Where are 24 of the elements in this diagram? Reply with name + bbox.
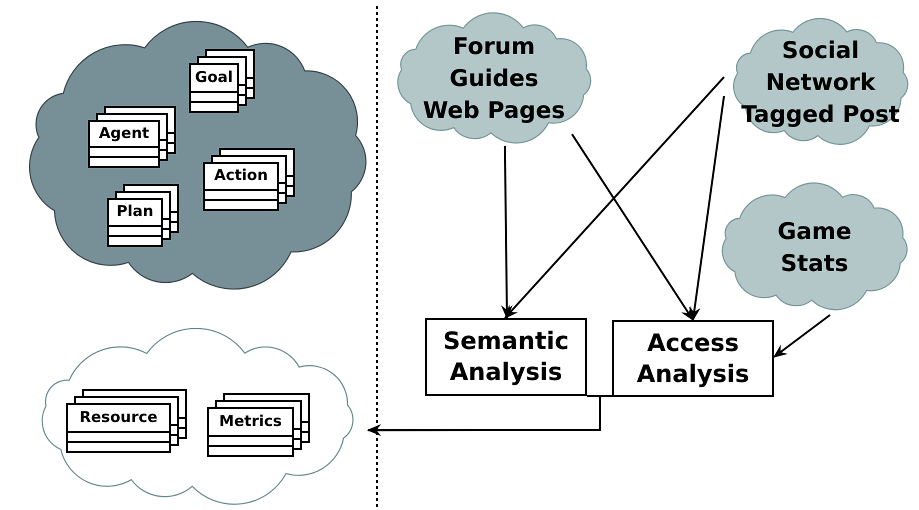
node-label: Agent — [98, 124, 150, 142]
process-box — [425, 318, 587, 396]
node-label: Semantic Analysis — [443, 327, 569, 386]
class-stack-icon — [88, 106, 176, 168]
arrow — [501, 146, 513, 320]
node-label: Plan — [116, 202, 154, 220]
arrow — [504, 76, 725, 319]
class-stack-icon — [207, 393, 310, 457]
process-box — [612, 320, 774, 397]
node-label: Metrics — [219, 412, 282, 430]
class-stack-icon — [107, 184, 179, 247]
node-label: Forum Guides Web Pages — [422, 33, 566, 126]
node-label: Social Network Tagged Post — [740, 36, 901, 130]
class-stack-icon — [203, 148, 295, 211]
node-label: Action — [214, 166, 268, 184]
node-label: Resource — [79, 408, 158, 426]
node-label: Goal — [195, 68, 233, 86]
node-label: Game Stats — [776, 218, 852, 278]
arrow — [773, 314, 831, 358]
node-label: Access Analysis — [636, 328, 750, 388]
arrow — [571, 134, 694, 321]
class-stack-icon — [66, 389, 187, 453]
class-stack-icon — [189, 49, 255, 113]
arrow — [688, 96, 725, 322]
